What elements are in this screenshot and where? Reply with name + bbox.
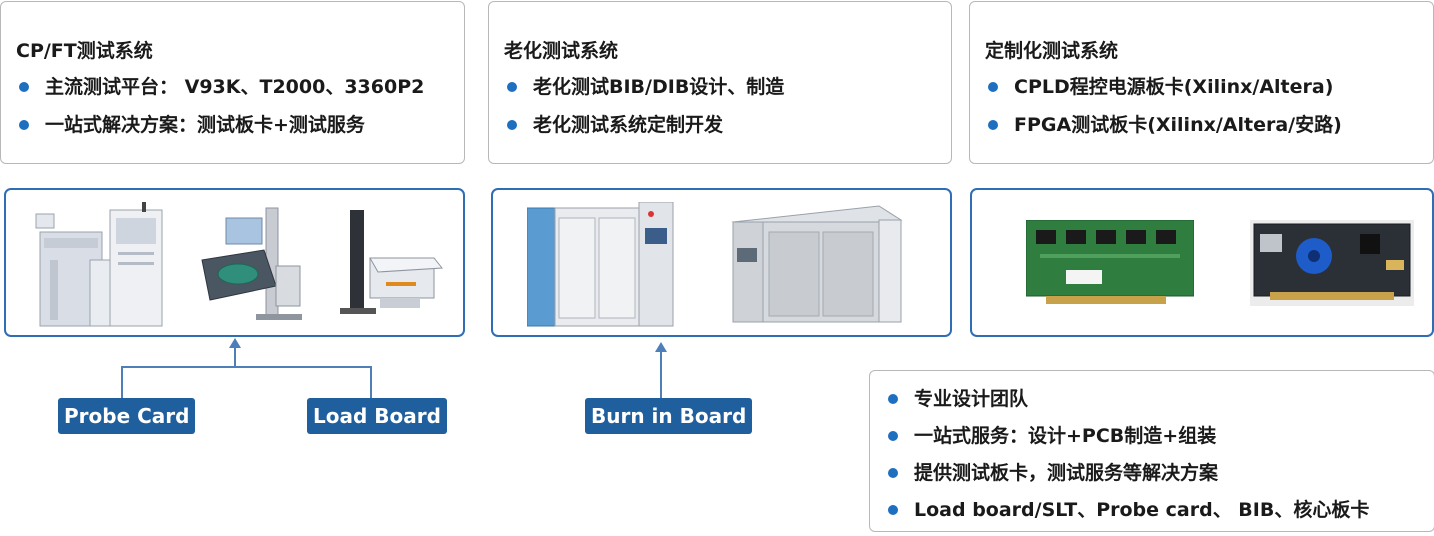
list-item-text: 主流测试平台： V93K、T2000、3360P2 — [45, 76, 425, 98]
panel-burnin: 老化测试系统 老化测试BIB/DIB设计、制造 老化测试系统定制开发 — [488, 1, 952, 164]
list-item: Load board/SLT、Probe card、 BIB、核心板卡 — [884, 497, 1369, 534]
feature-panel: 专业设计团队 一站式服务：设计+PCB制造+组装 提供测试板卡，测试服务等解决方… — [869, 370, 1434, 532]
list-item-text: 一站式服务：设计+PCB制造+组装 — [914, 425, 1217, 447]
feature-list: 专业设计团队 一站式服务：设计+PCB制造+组装 提供测试板卡，测试服务等解决方… — [884, 386, 1369, 534]
list-item: FPGA测试板卡(Xilinx/Altera/安路) — [984, 112, 1342, 150]
panel-custom: 定制化测试系统 CPLD程控电源板卡(Xilinx/Altera) FPGA测试… — [969, 1, 1434, 164]
list-item: 老化测试BIB/DIB设计、制造 — [503, 74, 784, 112]
connector-probe-load — [121, 366, 372, 398]
bullet-icon — [888, 394, 898, 404]
panel-title: 定制化测试系统 — [985, 40, 1119, 62]
burnin-system-image — [731, 205, 903, 323]
fpga-board-image — [1250, 220, 1414, 306]
prober-machine-image — [340, 210, 443, 314]
panel-list: CPLD程控电源板卡(Xilinx/Altera) FPGA测试板卡(Xilin… — [984, 74, 1342, 150]
pcb-board-image — [1026, 220, 1194, 304]
list-item: 一站式服务：设计+PCB制造+组装 — [884, 423, 1369, 460]
list-item: 提供测试板卡，测试服务等解决方案 — [884, 460, 1369, 497]
bullet-icon — [19, 82, 29, 92]
panel-list: 老化测试BIB/DIB设计、制造 老化测试系统定制开发 — [503, 74, 784, 150]
bullet-icon — [507, 120, 517, 130]
bullet-icon — [888, 468, 898, 478]
list-item-text: 老化测试BIB/DIB设计、制造 — [533, 76, 785, 98]
list-item: 一站式解决方案：测试板卡+测试服务 — [15, 112, 424, 150]
list-item-text: Load board/SLT、Probe card、 BIB、核心板卡 — [914, 499, 1370, 521]
list-item-text: 提供测试板卡，测试服务等解决方案 — [914, 462, 1219, 484]
bullet-icon — [507, 82, 517, 92]
list-item: 专业设计团队 — [884, 386, 1369, 423]
panel-list: 主流测试平台： V93K、T2000、3360P2 一站式解决方案：测试板卡+测… — [15, 74, 424, 150]
list-item: 主流测试平台： V93K、T2000、3360P2 — [15, 74, 424, 112]
arrowhead-icon — [655, 342, 667, 352]
bullet-icon — [988, 120, 998, 130]
bullet-icon — [19, 120, 29, 130]
bullet-icon — [888, 505, 898, 515]
panel-title: CP/FT测试系统 — [16, 40, 153, 62]
list-item-text: 一站式解决方案：测试板卡+测试服务 — [45, 114, 365, 136]
panel-title: 老化测试系统 — [504, 40, 619, 62]
probe-card-label: Probe Card — [58, 398, 196, 434]
handler-machine-image — [201, 207, 302, 320]
load-board-label: Load Board — [307, 398, 447, 434]
list-item-text: CPLD程控电源板卡(Xilinx/Altera) — [1014, 76, 1334, 98]
bullet-icon — [888, 431, 898, 441]
burnin-chamber-image — [527, 202, 674, 327]
arrowhead-icon — [229, 338, 241, 348]
list-item: CPLD程控电源板卡(Xilinx/Altera) — [984, 74, 1342, 112]
image-panel-burnin — [491, 188, 952, 337]
list-item-text: 专业设计团队 — [914, 388, 1029, 410]
burn-in-board-label: Burn in Board — [585, 398, 753, 434]
panel-cpft: CP/FT测试系统 主流测试平台： V93K、T2000、3360P2 一站式解… — [0, 1, 465, 164]
image-panel-cpft — [4, 188, 465, 337]
list-item-text: 老化测试系统定制开发 — [533, 114, 724, 136]
image-panel-custom — [970, 188, 1434, 337]
list-item: 老化测试系统定制开发 — [503, 112, 784, 150]
tester-machine-image — [35, 202, 163, 327]
list-item-text: FPGA测试板卡(Xilinx/Altera/安路) — [1014, 114, 1342, 136]
bullet-icon — [988, 82, 998, 92]
